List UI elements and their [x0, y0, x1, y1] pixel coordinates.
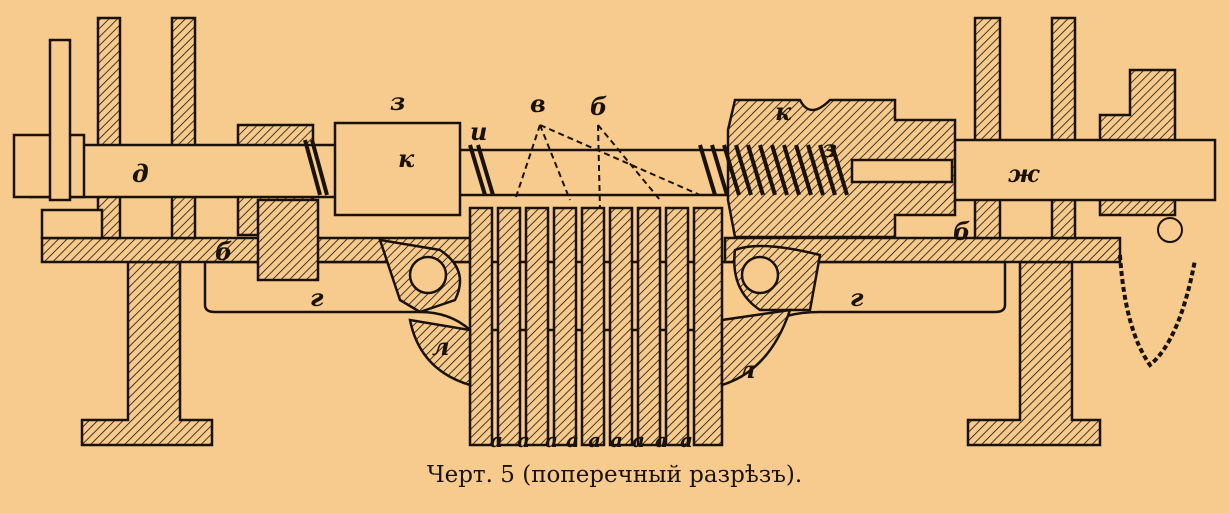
label-a: а — [588, 428, 601, 452]
left-i-beam — [80, 260, 214, 447]
left-pivot — [408, 255, 448, 295]
label-b-right: б — [953, 217, 970, 246]
label-a: а — [655, 428, 668, 452]
label-l-left: л — [432, 332, 450, 361]
chain — [1118, 217, 1197, 368]
label-a: а — [545, 428, 558, 452]
label-z-left: з — [390, 87, 405, 116]
left-lever-l — [408, 318, 472, 387]
worm-threads — [303, 139, 849, 196]
label-b-top: б — [590, 92, 607, 121]
box-z — [333, 121, 462, 217]
right-lever-l — [720, 308, 792, 387]
label-zh: ж — [1008, 159, 1040, 188]
label-d: д — [132, 159, 149, 188]
right-i-beam — [966, 260, 1102, 447]
plate-labels-a: а а а а а а а а а — [490, 428, 693, 452]
left-block — [40, 208, 104, 240]
right-pivot — [740, 255, 780, 295]
comb-plates — [468, 206, 724, 447]
label-a: а — [517, 428, 530, 452]
label-v: в — [530, 89, 546, 118]
label-k-left: к — [398, 144, 415, 173]
label-i: и — [470, 117, 487, 146]
label-l-right: л — [738, 355, 756, 384]
dashed-lines — [514, 124, 701, 211]
label-g-right: г — [850, 283, 864, 312]
label-b-left: б — [215, 237, 232, 266]
right-post-2 — [1050, 16, 1077, 240]
housing-k — [726, 98, 957, 239]
left-post-1 — [96, 16, 122, 240]
left-post-2 — [170, 16, 197, 240]
label-a: а — [566, 428, 579, 452]
label-a: а — [610, 428, 623, 452]
label-k-right: к — [775, 97, 792, 126]
right-post-1 — [973, 16, 1002, 240]
figure-caption: Черт. 5 (поперечный разрѣзъ). — [426, 462, 803, 488]
middle-shaft — [460, 148, 730, 197]
label-g-left: г — [310, 283, 324, 312]
label-a: а — [490, 428, 503, 452]
label-z-right: з — [822, 134, 837, 163]
label-a: а — [680, 428, 693, 452]
label-a: а — [632, 428, 645, 452]
